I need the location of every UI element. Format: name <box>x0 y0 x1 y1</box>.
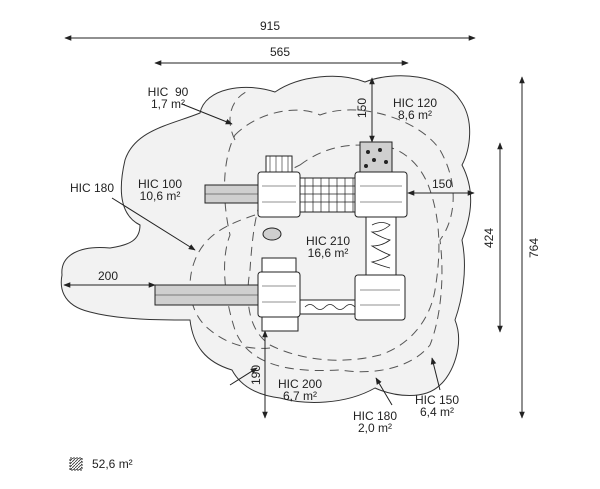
dim-total-height: 764 <box>527 238 541 258</box>
hic-zone-left <box>189 214 271 349</box>
hic-zone-inner <box>247 143 440 361</box>
platform-upper-left <box>257 171 301 218</box>
zone-area-hic-200: 6,7 m² <box>283 389 317 403</box>
dim-left-clearance: 200 <box>98 269 118 283</box>
zone-label-hic-90: HIC 90 <box>148 85 189 99</box>
zone-area-hic-100: 10,6 m² <box>140 189 181 203</box>
vertical-ladder <box>365 216 397 276</box>
leader-hic-200 <box>229 367 258 386</box>
platform-lower-right <box>354 274 406 321</box>
zone-area-hic-90: 1,7 m² <box>151 97 185 111</box>
zone-area-hic-150: 6,4 m² <box>420 405 454 419</box>
leader-hic-150 <box>430 357 441 391</box>
roof-lower-left <box>261 257 297 273</box>
platform-lower-left <box>257 271 301 318</box>
zone-label-hic-120: HIC 120 <box>393 96 437 110</box>
leader-hic-90 <box>181 103 233 125</box>
leader-hic-180-bottom <box>375 377 393 406</box>
zone-area-hic-180-bottom: 2,0 m² <box>358 421 392 435</box>
ramp-lower-left <box>261 316 299 332</box>
hatched-square-icon <box>69 457 83 471</box>
dim-inner-height: 424 <box>482 228 496 248</box>
roof-upper-left <box>265 155 293 173</box>
legend-total-area: 52,6 m² <box>92 457 133 471</box>
dim-bottom-clearance: 190 <box>249 365 263 385</box>
zone-label-hic-210: HIC 210 <box>306 234 350 248</box>
zone-label-hic-180-left: HIC 180 <box>70 181 114 195</box>
hic-zone-top <box>229 89 251 141</box>
dim-top-clearance: 150 <box>355 98 369 118</box>
leader-hic-180-left <box>111 197 196 251</box>
zone-label-hic-150: HIC 150 <box>415 393 459 407</box>
zone-label-hic-100: HIC 100 <box>138 177 182 191</box>
dim-right-clearance: 150 <box>432 177 452 191</box>
dim-inner-width: 565 <box>270 45 290 59</box>
zone-label-hic-200: HIC 200 <box>278 377 322 391</box>
net-bridge <box>299 177 361 213</box>
hic-zone-outer <box>224 109 454 373</box>
zone-area-hic-210: 16,6 m² <box>308 246 349 260</box>
zone-area-hic-120: 8,6 m² <box>398 108 432 122</box>
zone-label-hic-180-bottom: HIC 180 <box>353 409 397 423</box>
steering-wheel <box>262 227 282 241</box>
dim-total-width: 915 <box>260 19 280 33</box>
lower-bridge <box>299 299 356 315</box>
platform-upper-right <box>354 171 408 218</box>
